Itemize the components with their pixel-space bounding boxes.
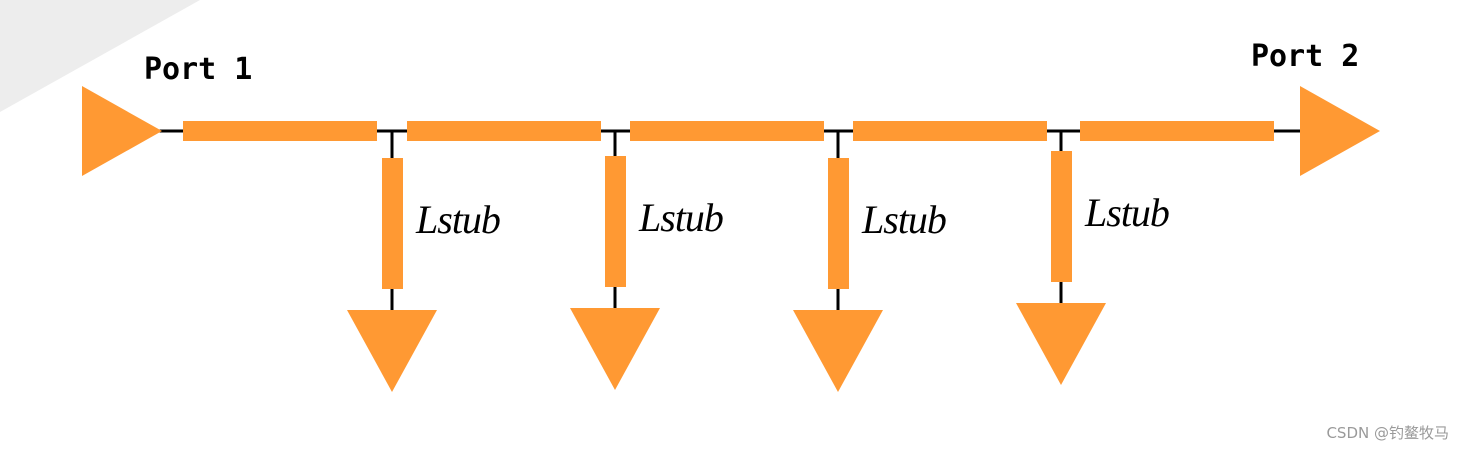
- port-1-label: Port 1: [144, 52, 253, 87]
- stub-line-4: [1051, 151, 1072, 282]
- stub-2: [570, 131, 660, 390]
- corner-shade: [0, 0, 200, 112]
- series-line-2: [407, 121, 601, 141]
- stub-line-2: [605, 156, 626, 287]
- series-line-5: [1080, 121, 1274, 141]
- stub-label-4: Lstub: [1085, 190, 1170, 235]
- stub-label-2: Lstub: [639, 195, 724, 240]
- stub-line-3: [828, 158, 849, 289]
- series-line-3: [630, 121, 824, 141]
- stub-line-1: [382, 158, 403, 289]
- stub-3: [793, 131, 883, 392]
- series-line-1: [183, 121, 377, 141]
- watermark: CSDN @钓鳌牧马: [1326, 424, 1449, 442]
- port-1-triangle: [82, 86, 162, 176]
- ground-symbol-3: [793, 310, 883, 392]
- ground-symbol-2: [570, 308, 660, 390]
- stub-1: [347, 131, 437, 392]
- stub-label-3: Lstub: [862, 197, 947, 242]
- stub-4: [1016, 131, 1106, 385]
- ground-symbol-4: [1016, 303, 1106, 385]
- port-2-label: Port 2: [1251, 39, 1360, 74]
- stub-label-1: Lstub: [416, 197, 501, 242]
- ground-symbol-1: [347, 310, 437, 392]
- port-2-triangle: [1300, 86, 1380, 176]
- series-line-4: [853, 121, 1047, 141]
